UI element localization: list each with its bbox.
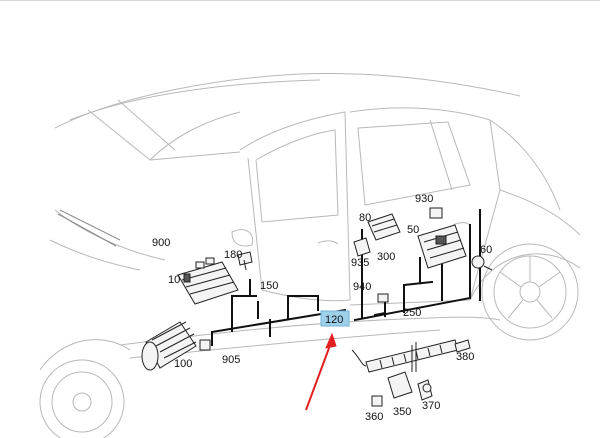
callout-50: 50 [407,224,419,236]
leader-120-curve [351,349,367,367]
callout-100: 100 [174,358,192,370]
callout-150: 150 [260,280,278,292]
door-grommet [141,321,197,371]
callout-380: 380 [456,351,474,363]
car-body-outline [39,73,581,438]
callout-935: 935 [351,257,369,269]
callout-60: 60 [480,244,492,256]
screw-60 [471,255,493,271]
callout-labels: 900 10 180 150 100 905 120 80 935 300 50… [152,193,492,423]
callout-10: 10 [168,274,180,286]
callout-900: 900 [152,237,170,249]
callout-120-highlight [320,310,350,327]
callout-360: 360 [365,411,383,423]
door-hinge-parts [371,371,433,407]
callout-120: 120 [325,314,343,326]
callout-940: 940 [353,281,371,293]
top-divider [0,0,600,1]
callout-250: 250 [403,307,421,319]
callout-905: 905 [222,354,240,366]
rear-door-switch [367,213,401,241]
red-arrow-icon [305,332,337,411]
plug-905 [199,339,211,351]
callout-80: 80 [359,212,371,224]
callout-930: 930 [415,193,433,205]
connector-180 [237,251,253,271]
connector-930 [429,207,443,219]
connector-940 [377,293,389,303]
wiring-harness [210,209,481,346]
callout-350: 350 [393,406,411,418]
callout-370: 370 [422,400,440,412]
rear-door-control-unit [417,224,467,269]
front-door-control-unit [177,257,239,305]
connector-935 [353,237,371,257]
door-check-rod [365,339,471,373]
callout-180: 180 [224,249,242,261]
callout-300: 300 [377,251,395,263]
